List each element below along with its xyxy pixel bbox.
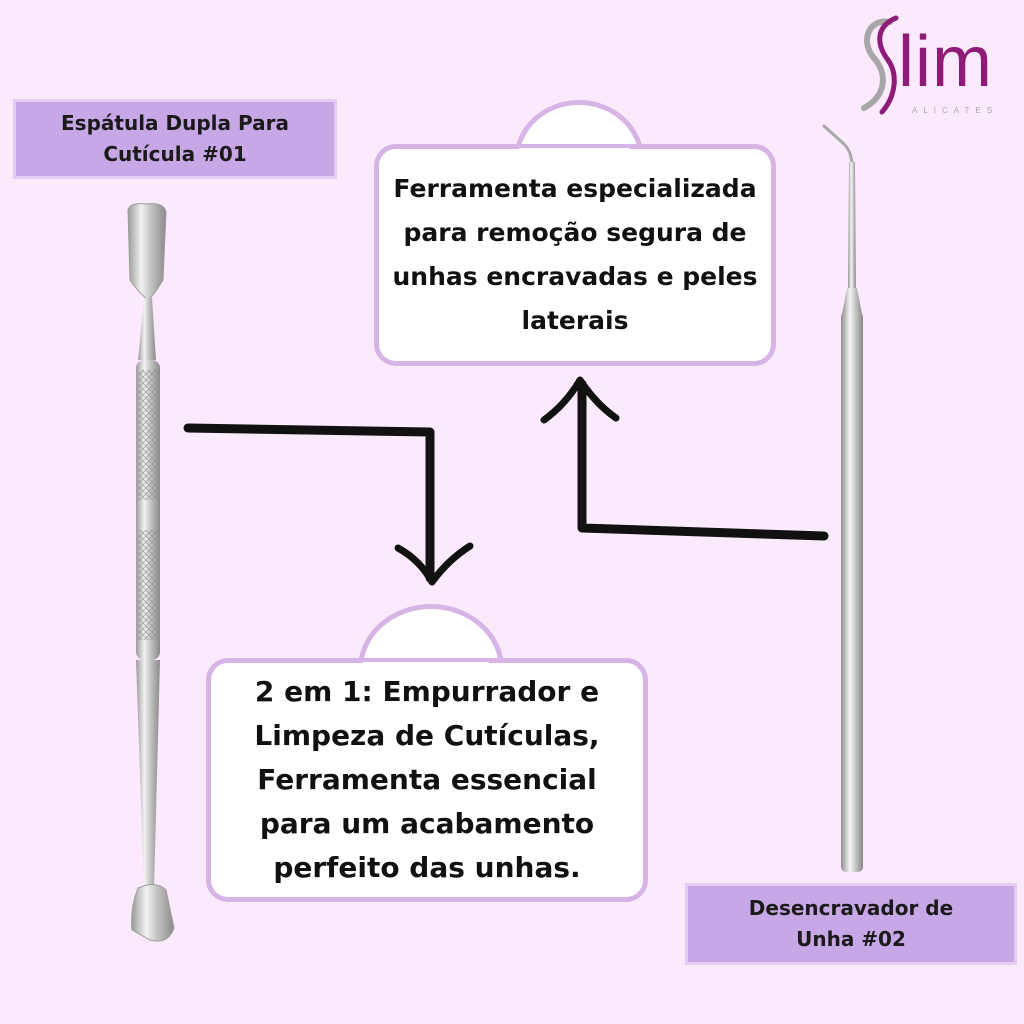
product-2-name: Desencravador de Unha #02	[748, 896, 954, 951]
brand-tagline: ALICATES	[912, 106, 999, 115]
arrowhead-down	[394, 542, 474, 586]
brand-logo: lim ALICATES	[846, 12, 1016, 122]
product-1-name: Espátula Dupla Para Cutícula #01	[61, 111, 289, 166]
product-label-2: Desencravador de Unha #02	[688, 886, 1014, 962]
arrow-to-bottom-callout	[183, 423, 435, 583]
callout-product-1: 2 em 1: Empurrador e Limpeza de Cutícula…	[206, 604, 648, 902]
cuticle-spatula-image	[127, 203, 175, 942]
callout-product-2-box: Ferramenta especializada para remoção se…	[374, 144, 776, 366]
arrow-to-top-callout	[577, 379, 829, 541]
callout-product-1-box: 2 em 1: Empurrador e Limpeza de Cutícula…	[206, 658, 648, 902]
callout-product-2: Ferramenta especializada para remoção se…	[374, 100, 776, 366]
product-2-description: Ferramenta especializada para remoção se…	[392, 174, 758, 335]
nail-lifter-image	[822, 124, 863, 872]
arrowhead-up	[540, 376, 620, 424]
product-label-1: Espátula Dupla Para Cutícula #01	[16, 102, 334, 176]
brand-wordmark: lim	[898, 22, 993, 102]
product-1-description: 2 em 1: Empurrador e Limpeza de Cutícula…	[254, 675, 600, 884]
logo-s-mark	[861, 15, 899, 115]
